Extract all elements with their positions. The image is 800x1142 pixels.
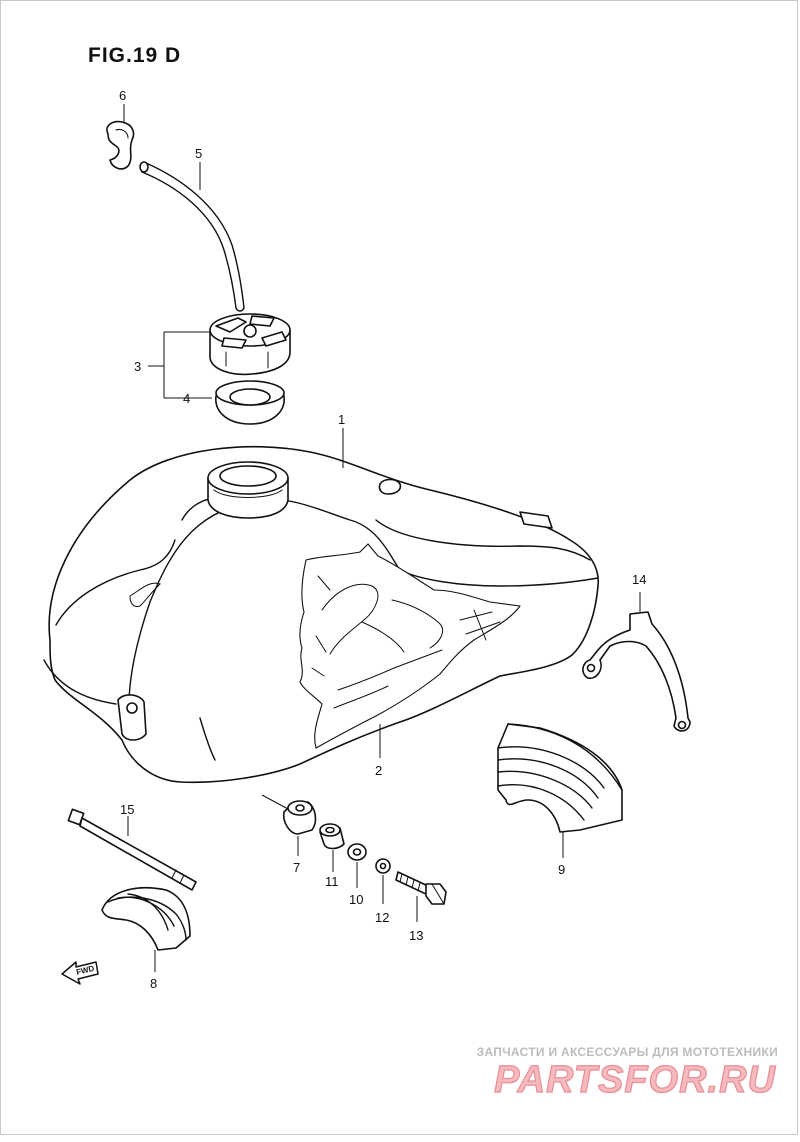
callout-1: 1 — [338, 412, 345, 427]
fuel-cap-part-3 — [209, 313, 291, 376]
strap-bracket-part-14 — [582, 611, 691, 732]
forward-arrow-icon — [61, 961, 99, 985]
breather-hose-part-5 — [139, 161, 245, 312]
leader-3-4 — [148, 331, 212, 399]
forward-direction-marker: FWD — [61, 961, 99, 985]
cap-gasket-part-4 — [215, 380, 285, 425]
callout-6: 6 — [119, 88, 126, 103]
cushion-part-8 — [101, 887, 191, 951]
callout-9: 9 — [558, 862, 565, 877]
washer-part-10 — [347, 843, 367, 861]
bolt-part-13 — [395, 871, 447, 905]
watermark: ЗАПЧАСТИ И АКСЕССУАРЫ ДЛЯ МОТОТЕХНИКИ PA… — [477, 1045, 778, 1102]
watermark-logo: PARTSFOR.RU — [494, 1059, 776, 1101]
callout-12: 12 — [375, 910, 389, 925]
callout-10: 10 — [349, 892, 363, 907]
callout-13: 13 — [409, 928, 423, 943]
watermark-tagline: ЗАПЧАСТИ И АКСЕССУАРЫ ДЛЯ МОТОТЕХНИКИ — [477, 1045, 778, 1059]
callout-11: 11 — [325, 874, 339, 889]
small-washer-part-12 — [375, 858, 391, 874]
callout-3: 3 — [134, 359, 141, 374]
tank-decal-part-2 — [299, 543, 521, 749]
callout-5: 5 — [195, 146, 202, 161]
figure-title: FIG.19 D — [88, 44, 181, 67]
callout-14: 14 — [632, 572, 646, 587]
callout-7: 7 — [293, 860, 300, 875]
callout-8: 8 — [150, 976, 157, 991]
rubber-cushion-part-9 — [497, 723, 623, 833]
fwd-label: FWD — [75, 964, 95, 977]
callout-2: 2 — [375, 763, 382, 778]
callout-15: 15 — [120, 802, 134, 817]
callout-4: 4 — [183, 391, 190, 406]
leader-7-mount — [261, 794, 291, 811]
grommet-part-7 — [282, 800, 317, 835]
clip-part-6 — [106, 120, 135, 170]
collar-part-11 — [319, 823, 345, 850]
cable-tie-part-15 — [67, 808, 197, 891]
